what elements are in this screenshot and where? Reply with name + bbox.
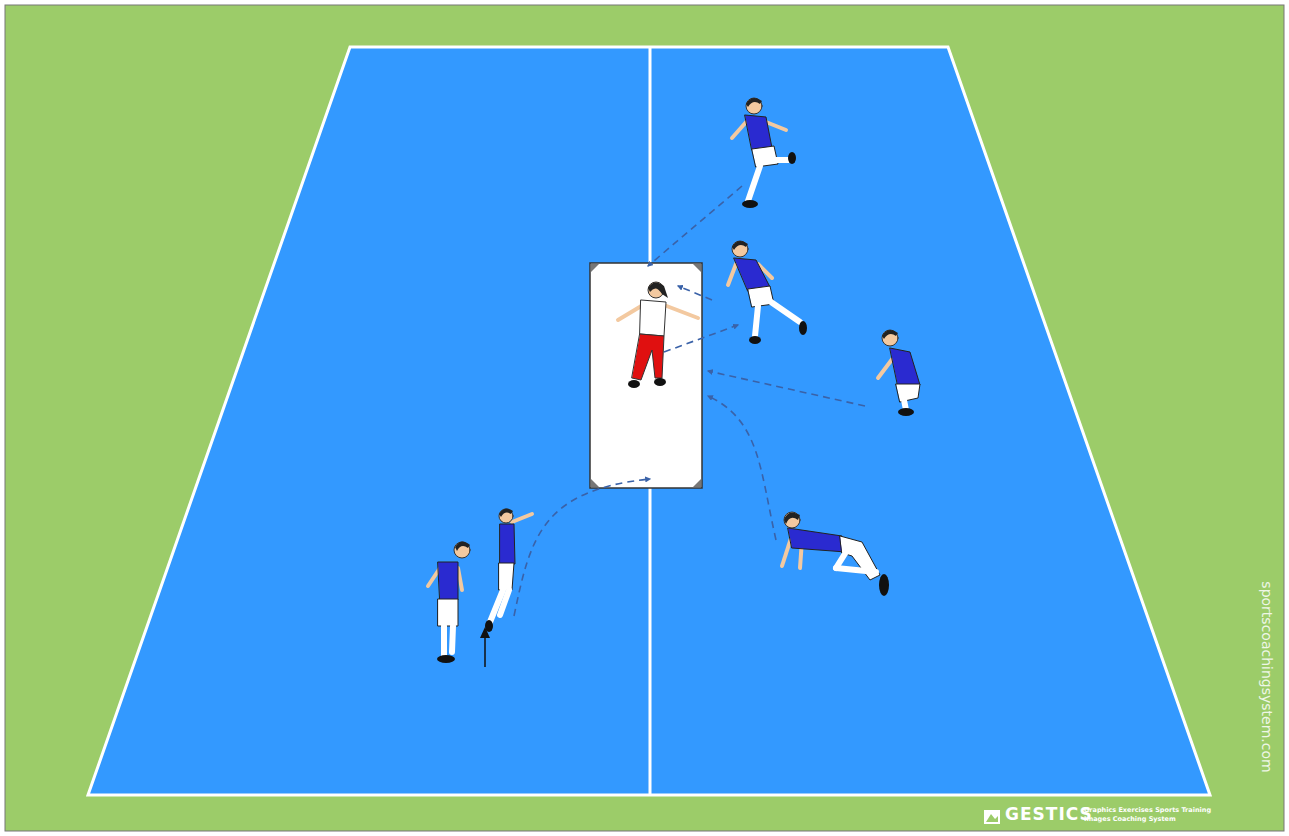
coach: [618, 282, 698, 388]
player-runner: [728, 241, 807, 344]
logo-tagline: Graphics Exercises Sports Training: [1084, 807, 1211, 814]
movement-arrows: [514, 186, 865, 616]
player-jumping: [485, 509, 532, 632]
watermark: sportscoachingsystem.com: [1258, 557, 1276, 797]
field-ground: [5, 5, 1284, 831]
player-standing: [428, 541, 470, 663]
logo-icon: [984, 810, 1000, 824]
jump-arrow: [480, 627, 490, 667]
logo-text: GESTICS: [1005, 806, 1093, 823]
player-crouching: [878, 330, 920, 416]
player-crawling: [782, 512, 889, 596]
player-runner: [732, 98, 796, 208]
logo-tagline: Images Coaching System: [1084, 816, 1176, 823]
court: [88, 47, 1210, 795]
mat: [590, 263, 702, 488]
